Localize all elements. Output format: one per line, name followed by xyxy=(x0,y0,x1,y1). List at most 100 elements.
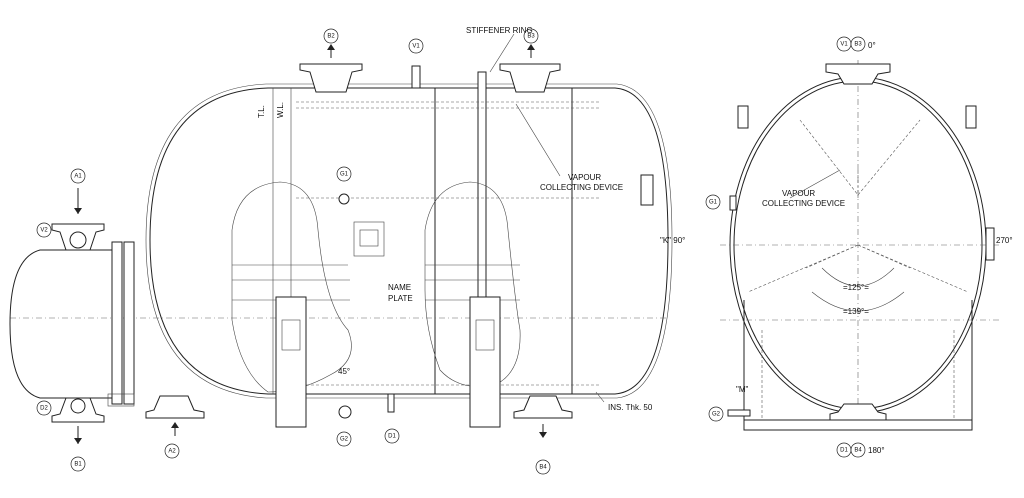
front-elevation xyxy=(9,33,673,444)
nozzle-b3-body xyxy=(499,63,561,93)
nozzle-v2-body xyxy=(69,231,87,249)
vapour-device-v xyxy=(799,119,921,196)
vapour-side-label-2: COLLECTING DEVICE xyxy=(762,199,845,208)
m-mark-label: "M" xyxy=(736,385,749,394)
tag-a2: A2 xyxy=(164,443,180,459)
side-nozzle-top xyxy=(825,63,891,85)
tag-g1-label: G1 xyxy=(340,172,349,178)
name-plate-label-1: NAME xyxy=(388,283,411,292)
arrow-up-icon xyxy=(171,422,179,428)
side-tag-b4-label: B4 xyxy=(854,448,862,454)
insulation-label: INS. Thk. 50 xyxy=(608,403,653,412)
tag-v2: V2 xyxy=(36,222,52,238)
nozzle-g1-body xyxy=(338,193,350,205)
tube-bundle-right xyxy=(424,181,521,387)
side-nozzle-g2 xyxy=(727,409,751,417)
name-plate-rect xyxy=(353,221,385,257)
saddle-right-slot xyxy=(475,319,495,351)
tube-bundle-left xyxy=(231,181,352,393)
side-tags: V1 B3 G1 G2 D1 B4 xyxy=(705,36,866,458)
name-plate-inner xyxy=(359,229,379,247)
tag-d1-label: D1 xyxy=(388,434,396,440)
saddle-left xyxy=(275,296,307,428)
saddle-right xyxy=(469,296,501,428)
arc-125 xyxy=(821,267,895,287)
tag-b2-label: B2 xyxy=(327,34,335,40)
angle-45-label: 45° xyxy=(338,367,350,376)
nozzle-b4-body xyxy=(513,395,573,419)
saddle-left-slot xyxy=(281,319,301,351)
side-tag-g2: G2 xyxy=(708,406,724,422)
tag-b4: B4 xyxy=(535,459,551,475)
side-tag-g2-label: G2 xyxy=(712,412,721,418)
side-nozzle-270 xyxy=(985,227,995,261)
tag-v2-label: V2 xyxy=(40,228,48,234)
side-tag-b3-label: B3 xyxy=(854,42,862,48)
angle-line-125-right xyxy=(857,244,911,269)
side-saddle xyxy=(743,300,973,431)
tag-b1-label: B1 xyxy=(74,462,82,468)
angle-line-125-left xyxy=(805,244,859,269)
tag-a1: A1 xyxy=(70,168,86,184)
leader-vapour-front xyxy=(515,103,561,177)
channel-head xyxy=(9,249,113,399)
tag-g2-label: G2 xyxy=(340,437,349,443)
angle-0-label: 0° xyxy=(868,41,876,50)
channel-flange-1 xyxy=(111,241,123,405)
leader-insulation xyxy=(595,391,605,403)
vapour-front-label-2: COLLECTING DEVICE xyxy=(540,183,623,192)
tag-d2-label: D2 xyxy=(40,406,48,412)
nozzle-g2-body xyxy=(338,405,352,419)
side-tag-g1-label: G1 xyxy=(709,200,718,206)
side-tag-d1: D1 xyxy=(836,442,852,458)
angle-270-label: 270° xyxy=(996,236,1013,245)
name-plate-label-2: PLATE xyxy=(388,294,413,303)
tag-a1-label: A1 xyxy=(74,174,82,180)
side-labels: 0° VAPOUR COLLECTING DEVICE 270° =125°= … xyxy=(736,41,1013,455)
tag-g2: G2 xyxy=(336,431,352,447)
side-tag-v1: V1 xyxy=(836,36,852,52)
nozzle-b2-body xyxy=(299,63,363,93)
side-lug-left xyxy=(737,105,749,129)
arrow-down-icon xyxy=(74,208,82,214)
leader-vapour-side xyxy=(789,169,841,199)
tag-d1: D1 xyxy=(384,428,400,444)
side-nozzle-bottom xyxy=(829,403,887,421)
arrow-down-icon xyxy=(74,438,82,444)
lifting-lug xyxy=(640,174,654,206)
tag-g1: G1 xyxy=(336,166,352,182)
nozzle-a2-body xyxy=(145,395,205,419)
angle-180-label: 180° xyxy=(868,446,885,455)
side-tag-v1-label: V1 xyxy=(840,42,848,48)
stiffener-ring-label: STIFFENER RING xyxy=(466,26,533,35)
insulation-outline xyxy=(145,83,673,399)
tag-a2-label: A2 xyxy=(168,449,176,455)
side-tag-b4: B4 xyxy=(850,442,866,458)
angle-125-label: =125°= xyxy=(843,283,869,292)
vapour-side-label-1: VAPOUR xyxy=(782,189,815,198)
arrow-up-icon xyxy=(527,44,535,50)
tag-b3-label: B3 xyxy=(527,34,535,40)
nozzle-v1-body xyxy=(411,65,421,89)
nozzle-d1-body xyxy=(387,393,395,413)
tag-b1: B1 xyxy=(70,456,86,472)
front-labels: STIFFENER RING T.L. W.L. VAPOUR COLLECTI… xyxy=(257,26,685,412)
front-tags: B2 V1 B3 A1 V2 G1 D2 B1 A2 G2 D1 B4 xyxy=(36,28,551,475)
tag-b3: B3 xyxy=(523,28,539,44)
arc-139 xyxy=(811,291,905,312)
arrow-down-icon xyxy=(539,432,547,438)
k-orientation-label: "K" 90° xyxy=(660,236,685,245)
tl-label: T.L. xyxy=(257,105,266,118)
channel-base xyxy=(107,393,135,407)
side-lug-right xyxy=(965,105,977,129)
leader-stiffener xyxy=(489,33,515,73)
side-view xyxy=(720,60,1000,431)
angle-139-label: =139°= xyxy=(843,307,869,316)
side-tag-d1-label: D1 xyxy=(840,448,848,454)
tag-v1-label: V1 xyxy=(412,44,420,50)
arrow-up-icon xyxy=(327,44,335,50)
side-tag-b3: B3 xyxy=(850,36,866,52)
vapour-front-label-1: VAPOUR xyxy=(568,173,601,182)
